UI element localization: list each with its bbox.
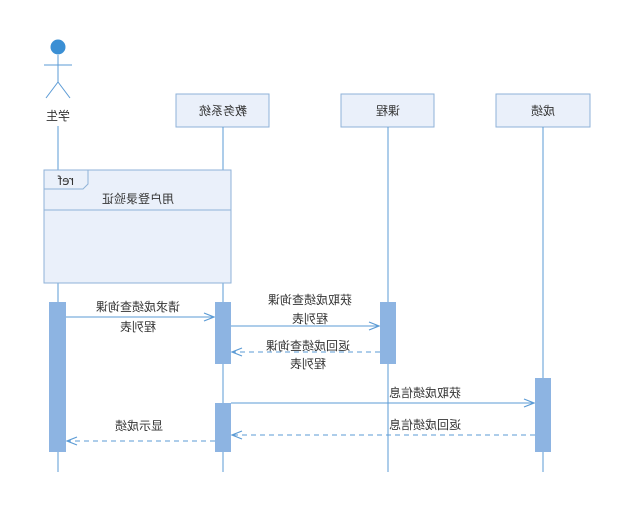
message-get-course-list: 获取成绩查询课 程列表 <box>231 293 379 326</box>
activation-system-1 <box>215 302 231 364</box>
message-get-course-list-line2: 程列表 <box>292 311 328 326</box>
activation-course <box>380 302 396 364</box>
activation-system-2 <box>215 403 231 452</box>
message-return-grade-info-label: 返回成绩信息 <box>389 417 461 432</box>
participant-student-actor: 学生 <box>44 39 72 123</box>
message-return-course-list: 返回成绩查询课 程列表 <box>232 339 380 371</box>
message-show-grades-label: 显示成绩 <box>115 419 163 433</box>
ref-frame-tag-box <box>44 170 89 190</box>
participant-grade-label: 成绩 <box>531 104 555 118</box>
message-get-grade-info: 获取成绩信息 <box>231 385 534 403</box>
message-return-course-list-line2: 程列表 <box>290 356 326 371</box>
participant-course: 课程 <box>340 93 435 128</box>
message-request-course-list-line2: 程列表 <box>120 319 156 334</box>
ref-frame: ref 用户登录验证 <box>43 169 232 284</box>
message-show-grades: 显示成绩 <box>67 419 215 441</box>
activation-student <box>49 302 66 452</box>
actor-head <box>50 39 66 55</box>
message-return-grade-info: 返回成绩信息 <box>232 417 535 435</box>
message-request-course-list-line1: 请求成绩查询课 <box>96 300 180 314</box>
message-get-grade-info-label: 获取成绩信息 <box>389 385 461 400</box>
message-request-course-list: 请求成绩查询课 程列表 <box>66 300 214 334</box>
participant-grade: 成绩 <box>495 93 591 128</box>
participant-student-label: 学生 <box>46 108 70 123</box>
message-get-course-list-line1: 获取成绩查询课 <box>268 293 352 307</box>
ref-frame-tag: ref <box>57 174 74 188</box>
message-return-course-list-line1: 返回成绩查询课 <box>266 339 350 353</box>
ref-frame-label: 用户登录验证 <box>102 191 174 206</box>
participant-system: 教务系统 <box>175 93 270 128</box>
participant-course-label: 课程 <box>376 103 400 118</box>
activation-grade <box>535 378 551 452</box>
participant-system-label: 教务系统 <box>199 103 247 118</box>
